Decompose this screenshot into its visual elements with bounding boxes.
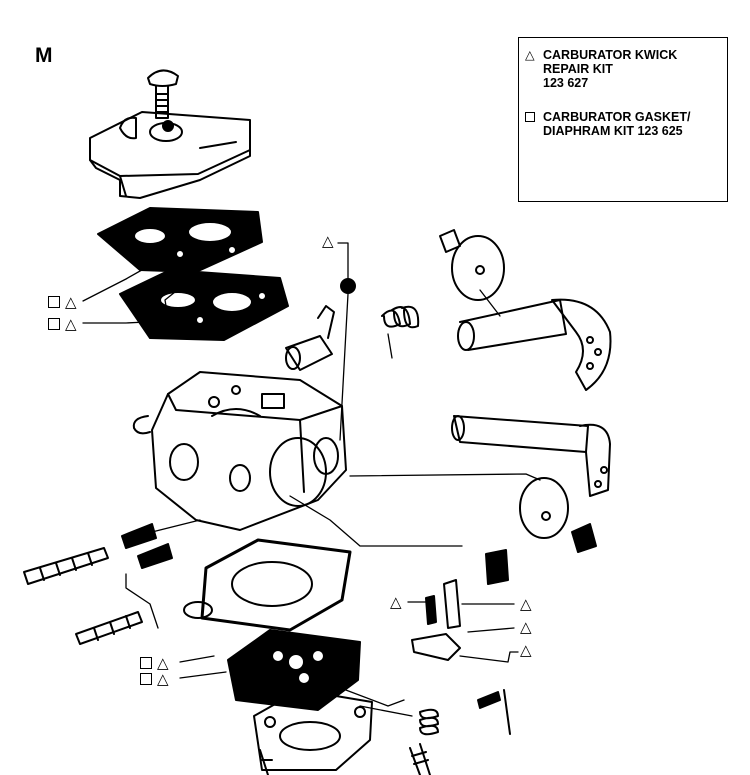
welch-plug <box>183 601 213 619</box>
marker-square-triangle-gasket-lower: △ <box>48 316 77 332</box>
marker-triangle-needle: △ <box>520 596 532 613</box>
carburetor-body <box>151 371 347 531</box>
pump-diaphragm <box>227 629 361 711</box>
leader-lines <box>82 242 541 717</box>
choke-shaft <box>439 229 612 391</box>
throttle-spring <box>381 305 420 329</box>
bottom-cover <box>253 689 373 775</box>
retaining-clip <box>132 415 151 435</box>
marker-triangle-spring: △ <box>390 594 402 611</box>
legend-repair-kit-text: CARBURATOR KWICK REPAIR KIT 123 627 <box>543 48 678 90</box>
top-cover-plate <box>89 111 251 199</box>
square-icon <box>525 110 535 125</box>
pump-gasket <box>200 538 352 632</box>
adjusting-needle-low <box>75 543 173 645</box>
triangle-marker: △ <box>157 655 169 672</box>
marker-square-triangle-diaphragm: △ <box>140 671 169 687</box>
gasket-lower <box>119 269 289 341</box>
marker-square-triangle-gasket-upper: △ <box>48 294 77 310</box>
section-letter: M <box>35 44 53 67</box>
fuel-fitting <box>285 305 335 371</box>
adjusting-needle-high <box>23 523 157 585</box>
marker-triangle-pin: △ <box>520 642 532 659</box>
triangle-marker: △ <box>65 316 77 333</box>
marker-triangle-screen: △ <box>322 233 334 250</box>
small-screen <box>340 278 356 294</box>
triangle-marker: △ <box>65 294 77 311</box>
inlet-needle-assembly <box>411 549 511 735</box>
legend-gasket-kit-text: CARBURATOR GASKET/ DIAPHRAM KIT 123 625 <box>543 110 691 138</box>
triangle-icon: △ <box>525 48 535 62</box>
marker-triangle-lever: △ <box>520 619 532 636</box>
bottom-spring <box>409 708 439 775</box>
legend-box: △ CARBURATOR KWICK REPAIR KIT 123 627 CA… <box>518 37 728 202</box>
top-screw <box>147 69 179 119</box>
marker-square-triangle-pump-gasket: △ <box>140 655 169 671</box>
triangle-marker: △ <box>157 671 169 688</box>
gasket-upper <box>97 207 263 273</box>
throttle-shaft <box>451 415 611 553</box>
